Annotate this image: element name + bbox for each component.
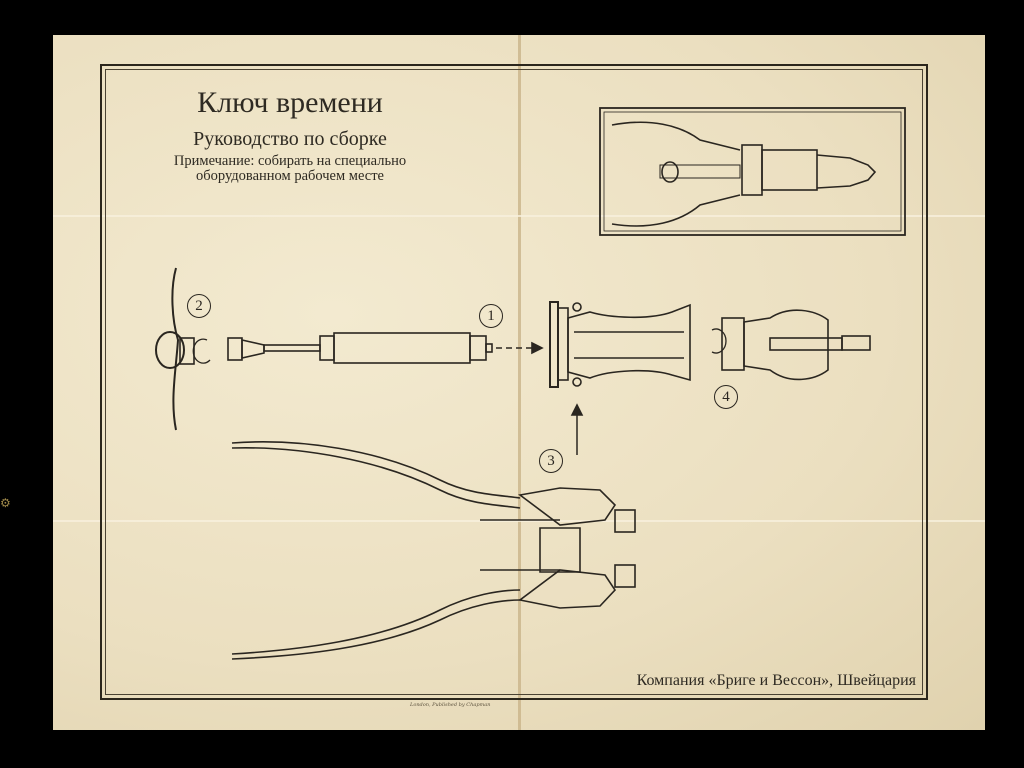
step-marker-4: 4 — [714, 385, 738, 409]
gear-icon[interactable]: ⚙ — [0, 496, 11, 510]
fold-line-vertical — [518, 35, 521, 730]
pliers-frame-part — [231, 441, 636, 660]
propeller-part — [155, 267, 211, 431]
frame-border-inner — [105, 69, 923, 695]
housing-part — [549, 301, 691, 455]
fold-line-horizontal — [53, 215, 985, 217]
assembly-note: Примечание: собирать на специально обору… — [173, 153, 407, 184]
step-marker-1: 1 — [479, 304, 503, 328]
fold-line-horizontal — [53, 520, 985, 522]
company-credit: Компания «Бриге и Вессон», Швейцария — [636, 672, 916, 689]
document-subtitle: Руководство по сборке — [193, 128, 387, 150]
frame-border — [100, 64, 928, 700]
document-title: Ключ времени — [197, 86, 383, 119]
step-marker-3: 3 — [539, 449, 563, 473]
key-head-part — [711, 309, 871, 381]
rod-part — [227, 332, 544, 364]
assembled-device-preview — [599, 107, 906, 236]
step-marker-2: 2 — [187, 294, 211, 318]
publisher-imprint: London, Published by Chapman — [410, 702, 491, 708]
